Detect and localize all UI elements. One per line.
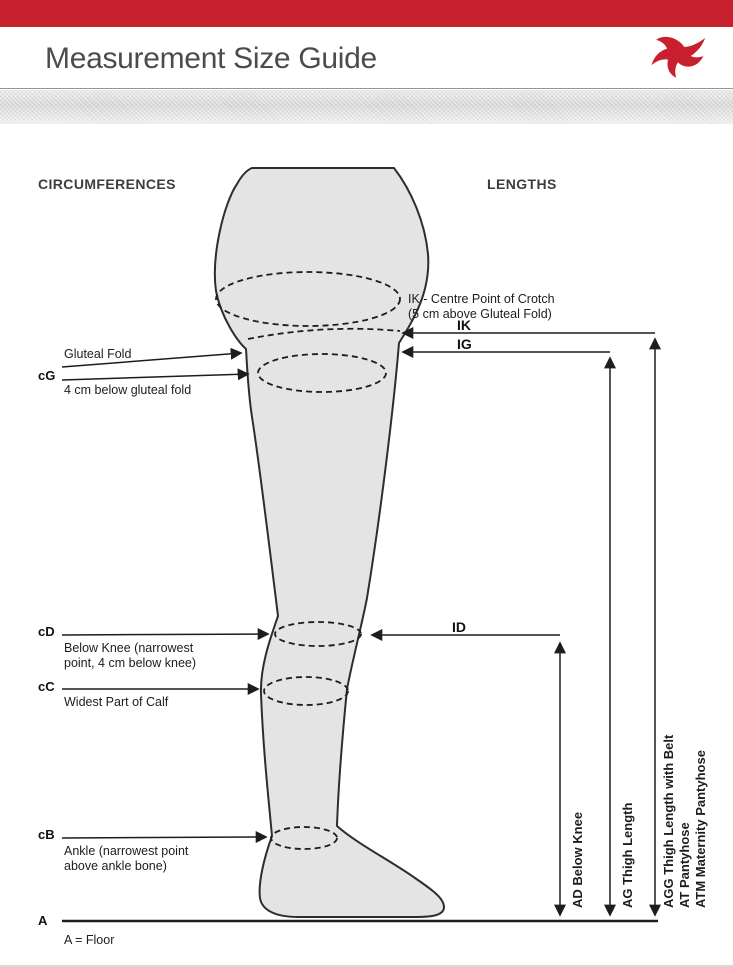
page-title: Measurement Size Guide — [45, 42, 377, 75]
gluteal-fold-arrow — [61, 347, 243, 368]
swallow-bird-icon — [651, 36, 706, 78]
ag-vertical-label: AG Thigh Length — [620, 802, 635, 908]
cc-label: Widest Part of Calf — [64, 695, 169, 709]
ad-vertical-label: AD Below Knee — [570, 811, 585, 908]
gluteal-fold-label: Gluteal Fold — [64, 347, 132, 361]
ik-note-line2: (5 cm above Gluteal Fold) — [408, 307, 552, 321]
cd-circumference-dashed — [274, 621, 362, 647]
at-vertical-label: AT Pantyhose — [677, 822, 692, 908]
cg-sub-label: 4 cm below gluteal fold — [64, 383, 192, 397]
cg-code: cG — [38, 368, 56, 383]
cb-label: Ankle (narrowest point above ankle bone) — [64, 844, 189, 873]
decorative-texture-band — [0, 90, 733, 124]
ik-note-line1: IK - Centre Point of Crotch — [408, 292, 555, 306]
ik-code: IK — [457, 317, 471, 333]
hip-circumference-dashed — [215, 271, 401, 327]
brand-swallow-bird-icon — [649, 32, 707, 80]
atm-vertical-label: ATM Maternity Pantyhose — [693, 750, 708, 908]
leg-outline — [213, 167, 445, 918]
header-divider — [0, 88, 733, 89]
floor-code: A — [38, 913, 48, 928]
cg-arrow — [61, 368, 250, 381]
cb-arrow — [61, 831, 268, 844]
lengths-heading: LENGTHS — [487, 176, 557, 192]
id-code: ID — [452, 619, 466, 635]
cb-circumference-dashed — [270, 826, 338, 850]
ig-code: IG — [457, 336, 472, 352]
top-red-bar — [0, 0, 733, 27]
cb-code: cB — [38, 827, 55, 842]
gluteal-fold-dashed-line — [247, 327, 401, 340]
cd-label: Below Knee (narrowest point, 4 cm below … — [64, 641, 197, 670]
floor-label: A = Floor — [64, 933, 115, 947]
ik-note: IK - Centre Point of Crotch (5 cm above … — [408, 292, 555, 322]
cd-code: cD — [38, 624, 55, 639]
circumferences-heading: CIRCUMFERENCES — [38, 176, 176, 192]
cc-code: cC — [38, 679, 55, 694]
cg-circumference-dashed — [257, 353, 387, 393]
cc-circumference-dashed — [263, 676, 349, 706]
cd-arrow — [61, 628, 270, 641]
agg-vertical-label: AGG Thigh Length with Belt — [661, 734, 676, 908]
